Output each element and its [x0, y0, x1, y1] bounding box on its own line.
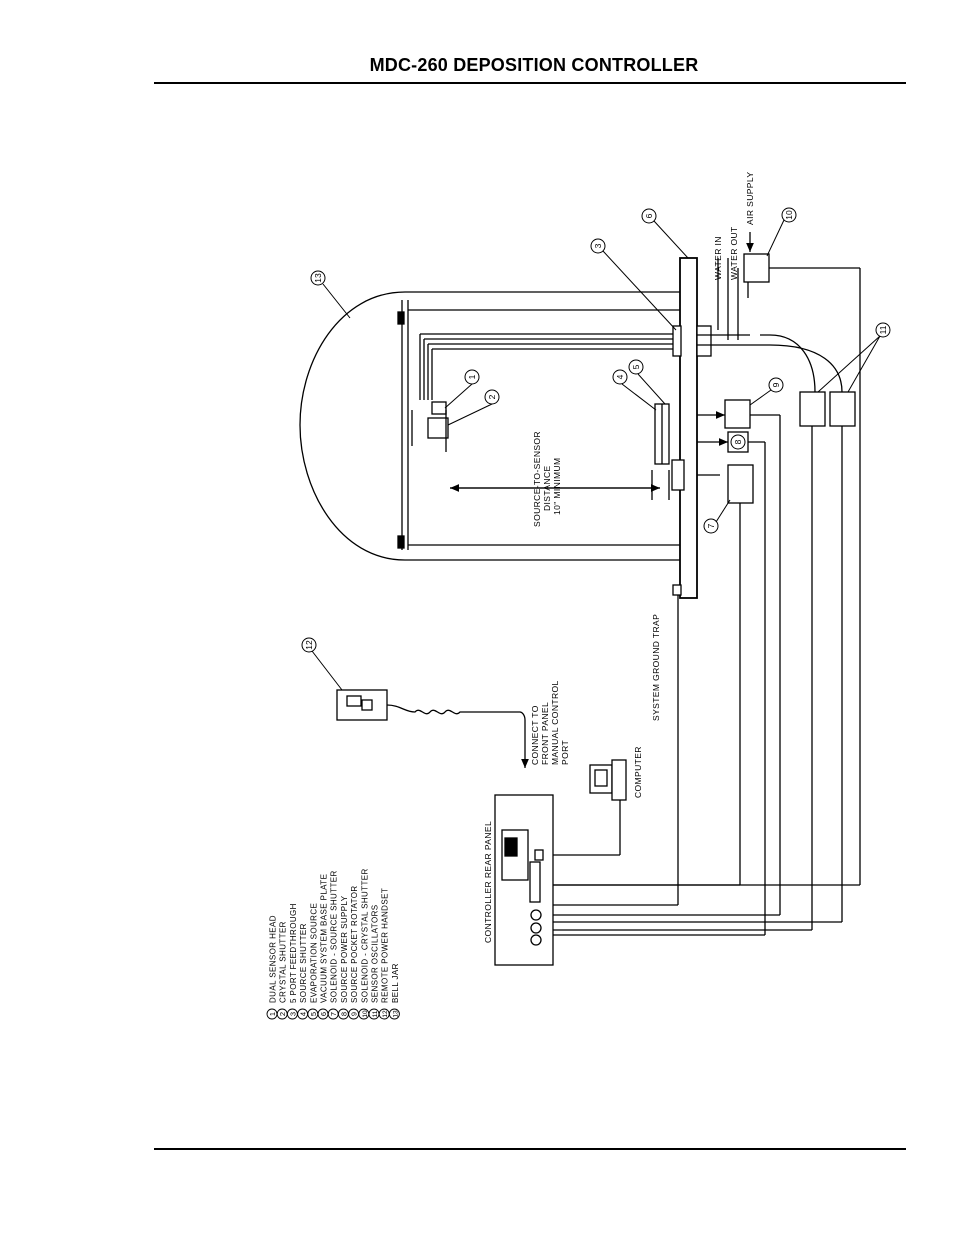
callout-4: 4 — [615, 374, 625, 379]
callout-7: 7 — [706, 523, 716, 528]
legend-item-3: 5 PORT FEEDTHROUGH — [289, 903, 298, 1003]
legend-item-2: CRYSTAL SHUTTER — [279, 921, 288, 1003]
legend-num-1: 1 — [268, 1012, 277, 1016]
callout-11: 11 — [878, 325, 888, 334]
computer-keyboard — [611, 759, 627, 801]
bell-jar — [299, 291, 680, 561]
callout-12: 12 — [304, 640, 314, 650]
footer-rule — [154, 1148, 906, 1150]
computer-label: COMPUTER — [633, 746, 643, 798]
callout-9: 9 — [771, 382, 781, 387]
legend-num-10: 10 — [362, 1010, 369, 1018]
source-pocket-rotator — [724, 399, 751, 429]
water-in-label: WATER IN — [713, 236, 723, 280]
legend-num-13: 13 — [392, 1010, 399, 1018]
callout-circle-11 — [875, 322, 891, 338]
legend-item-4: SOURCE SHUTTER — [299, 923, 308, 1003]
callout-5: 5 — [631, 364, 641, 369]
legend-item-11: SENSOR OSCILLATORS — [371, 905, 380, 1004]
legend-num-6: 6 — [319, 1012, 328, 1016]
callout-circle-8 — [730, 434, 746, 450]
dual-sensor-head — [431, 401, 447, 415]
callout-3: 3 — [593, 243, 603, 248]
legend-num-12: 12 — [382, 1010, 389, 1018]
callout-circle-9 — [768, 377, 784, 393]
legend-num-4: 4 — [299, 1012, 308, 1016]
connect-label-3: MANUAL CONTROL — [550, 680, 560, 765]
rear-panel-label: CONTROLLER REAR PANEL — [483, 821, 493, 943]
ground-trap-label: SYSTEM GROUND TRAP — [651, 614, 661, 721]
solenoid-crystal-shutter — [743, 253, 770, 283]
source-shutter — [671, 459, 685, 491]
legend-item-1: DUAL SENSOR HEAD — [269, 915, 278, 1003]
header-rule — [154, 82, 906, 84]
callout-8: 8 — [733, 439, 743, 444]
legend-num-7: 7 — [329, 1012, 338, 1016]
callout-2: 2 — [487, 394, 497, 399]
legend-num-9: 9 — [350, 1012, 359, 1016]
legend-num-3: 3 — [288, 1012, 297, 1016]
callout-circle-3 — [590, 238, 606, 254]
legend: 1 DUAL SENSOR HEAD 2 CRYSTAL SHUTTER 3 5 PORT… — [266, 868, 400, 1020]
callout-circle-5 — [628, 359, 644, 375]
water-out-label: WATER OUT — [729, 226, 739, 280]
legend-item-7: SOLENOID - SOURCE SHUTTER — [330, 870, 339, 1003]
page-title: MDC-260 DEPOSITION CONTROLLER — [369, 55, 699, 75]
legend-num-2: 2 — [278, 1012, 287, 1016]
sensor-oscillator-2 — [829, 391, 856, 427]
legend-item-12: REMOTE POWER HANDSET — [381, 888, 390, 1003]
connect-label-2: FRONT PANEL — [540, 702, 550, 765]
callout-circle-6 — [641, 208, 657, 224]
callout-circle-12 — [301, 637, 317, 653]
legend-num-11: 11 — [372, 1010, 379, 1017]
legend-num-circle-13 — [388, 1008, 400, 1020]
ground-trap — [672, 584, 682, 596]
callout-circle-13 — [310, 270, 326, 286]
callout-circle-10 — [781, 207, 797, 223]
sensor-oscillator-1 — [799, 391, 826, 427]
callout-6: 6 — [644, 213, 654, 218]
connect-label-1: CONNECT TO — [530, 705, 540, 765]
callout-1: 1 — [467, 374, 477, 379]
legend-item-13: BELL JAR — [391, 963, 400, 1003]
feedthrough — [672, 325, 682, 357]
legend-item-10: SOLENOID - CRYSTAL SHUTTER — [360, 868, 369, 1003]
air-supply-label: AIR SUPPLY — [745, 172, 755, 225]
callout-circle-7 — [703, 518, 719, 534]
legend-num-5: 5 — [309, 1012, 318, 1016]
legend-item-6: VACUUM SYSTEM BASE PLATE — [320, 874, 329, 1003]
connect-label-4: PORT — [560, 740, 570, 765]
legend-item-8: SOURCE POWER SUPPLY — [340, 895, 349, 1003]
distance-label-2: DISTANCE — [542, 465, 552, 511]
legend-item-9: SOURCE POCKET ROTATOR — [350, 885, 359, 1003]
callout-circle-4 — [612, 369, 628, 385]
callout-13: 13 — [313, 273, 323, 283]
distance-label-3: 10" MINIMUM — [552, 458, 562, 515]
crystal-shutter — [427, 417, 449, 439]
distance-label-1: SOURCE-TO-SENSOR — [532, 431, 542, 527]
base-plate — [679, 257, 698, 599]
legend-item-5: EVAPORATION SOURCE — [309, 903, 318, 1003]
callout-10: 10 — [784, 210, 794, 220]
legend-num-8: 8 — [339, 1012, 348, 1016]
solenoid-source-shutter — [727, 464, 754, 504]
